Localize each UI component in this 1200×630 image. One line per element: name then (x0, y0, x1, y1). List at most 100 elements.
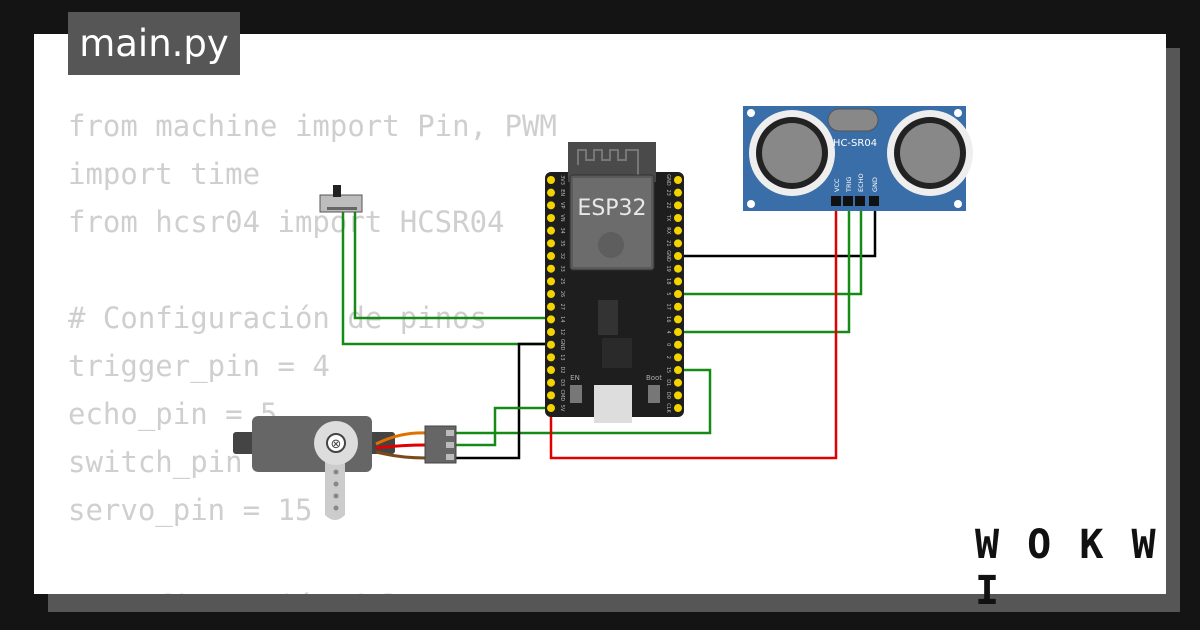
pin-label: 13 (559, 354, 565, 360)
header-pin[interactable] (674, 239, 682, 248)
wire-gnd-sensor[interactable] (678, 205, 877, 258)
header-pin[interactable] (674, 188, 682, 197)
pin-label: 5 (665, 292, 671, 295)
esp32-board[interactable]: ESP32 EN Boot 3V3ENVPVN34353233252627141… (545, 142, 684, 423)
header-pin[interactable] (547, 188, 555, 197)
header-pin[interactable] (674, 378, 682, 387)
file-tab[interactable]: main.py (68, 12, 240, 75)
header-pin[interactable] (547, 391, 555, 400)
header-pin[interactable] (674, 404, 682, 413)
pin-label: TX (665, 214, 671, 222)
pin-label: 26 (559, 291, 565, 297)
header-pin[interactable] (674, 391, 682, 400)
pin-label: EN (559, 189, 565, 196)
header-pin[interactable] (674, 302, 682, 311)
pin-label: VP (559, 202, 565, 208)
pin-label: RX (665, 227, 671, 234)
pin-label: 14 (559, 316, 565, 322)
pin-label: 22 (665, 202, 671, 208)
pin-label: GND (559, 339, 565, 351)
pin-label: 4 (665, 330, 671, 333)
header-pin[interactable] (674, 366, 682, 375)
code-preview: from machine import Pin, PWM import time f… (68, 102, 557, 594)
header-pin[interactable] (547, 277, 555, 286)
header-pin[interactable] (674, 226, 682, 235)
header-pin[interactable] (547, 264, 555, 273)
code-line: from hcsr04 import HCSR04 (68, 205, 505, 239)
header-pin[interactable] (674, 264, 682, 273)
header-pin[interactable] (547, 214, 555, 223)
header-pin[interactable] (674, 252, 682, 261)
header-pin[interactable] (547, 252, 555, 261)
sensor-label: HC-SR04 (833, 138, 877, 149)
header-pin[interactable] (674, 340, 682, 349)
wire-vcc[interactable] (549, 205, 838, 460)
pin-label: 12 (559, 329, 565, 335)
wire-echo[interactable] (678, 205, 863, 296)
en-label: EN (570, 374, 580, 382)
header-pin[interactable] (547, 315, 555, 324)
pin-label: 16 (665, 316, 671, 322)
pin-label: 21 (665, 240, 671, 246)
code-line: # Configuración del (68, 582, 557, 594)
wire-trig[interactable] (678, 205, 851, 334)
header-pin[interactable] (674, 290, 682, 299)
header-pin[interactable] (674, 176, 682, 184)
header-pin[interactable] (547, 201, 555, 210)
code-line: trigger_pin = 4 (68, 349, 330, 383)
servo-motor[interactable]: ⊗ (233, 416, 457, 520)
header-pin[interactable] (674, 353, 682, 362)
wokwi-logo: W O K W I (975, 522, 1158, 614)
header-pin[interactable] (547, 239, 555, 248)
header-pin[interactable] (674, 201, 682, 210)
pin-label: D2 (559, 367, 565, 374)
wire-switch-gnd[interactable] (341, 212, 551, 346)
wire-servo-gnd[interactable] (456, 342, 551, 460)
pin-label: CMD (559, 390, 565, 402)
code-line: servo_pin = 15 (68, 493, 313, 527)
boot-button[interactable] (648, 385, 660, 403)
pin-label: 2 (665, 356, 671, 359)
header-pin[interactable] (547, 378, 555, 387)
pin-label: GND (665, 250, 671, 262)
code-line: import time (68, 157, 261, 191)
pin-label: D3 (559, 379, 565, 386)
header-pin[interactable] (547, 302, 555, 311)
pin-label: 17 (665, 304, 671, 310)
hc-sr04-sensor[interactable]: HC-SR04 VCC TRIG ECHO GND (743, 106, 973, 211)
header-pin[interactable] (547, 328, 555, 337)
header-pin[interactable] (547, 290, 555, 299)
pin-label-gnd: GND (871, 177, 879, 192)
header-pin[interactable] (674, 328, 682, 337)
pin-label-echo: ECHO (857, 173, 865, 192)
header-pin[interactable] (674, 277, 682, 286)
board-label: ESP32 (577, 196, 646, 221)
slide-switch[interactable] (319, 185, 363, 213)
en-button[interactable] (570, 385, 582, 403)
usb-port (594, 385, 632, 423)
header-pin[interactable] (547, 366, 555, 375)
header-pin[interactable] (547, 340, 555, 349)
wire-servo-5v[interactable] (456, 406, 551, 447)
pin-label: CLK (665, 403, 671, 413)
header-pin[interactable] (674, 315, 682, 324)
header-pin[interactable] (547, 176, 555, 184)
pin-label: 18 (665, 278, 671, 284)
pin-label: 15 (665, 367, 671, 373)
wires (341, 205, 877, 460)
header-pin[interactable] (547, 353, 555, 362)
pin-label: 5V (559, 405, 565, 412)
wire-servo-signal[interactable] (456, 368, 712, 435)
code-line: from machine import Pin, PWM (68, 109, 557, 143)
pin-label: D1 (665, 379, 671, 386)
boot-label: Boot (646, 374, 662, 382)
pin-label: 0 (665, 343, 671, 346)
header-pin[interactable] (674, 214, 682, 223)
pin-label: 25 (559, 278, 565, 284)
wire-switch-14[interactable] (353, 212, 551, 320)
pin-label: 32 (559, 253, 565, 259)
header-pin[interactable] (547, 226, 555, 235)
pin-label-vcc: VCC (833, 178, 841, 192)
header-pin[interactable] (547, 404, 555, 413)
